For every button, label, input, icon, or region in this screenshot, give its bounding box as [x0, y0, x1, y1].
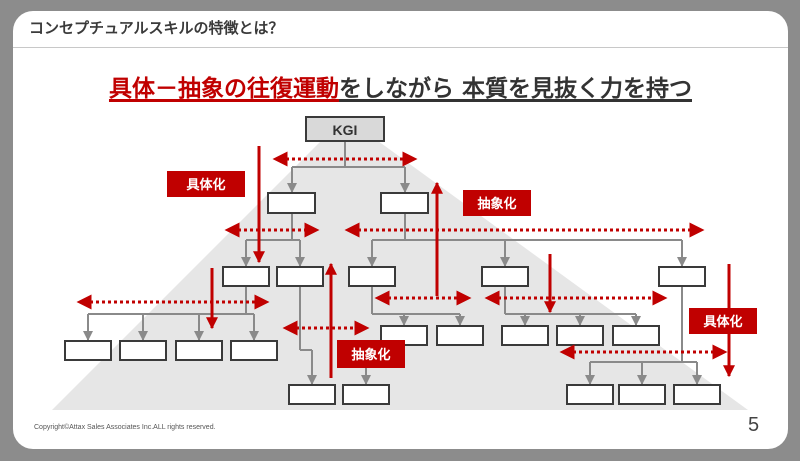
copyright-notice: Copyright©Attax Sales Associates Inc.ALL… — [34, 424, 216, 431]
tag-concretize-right-label: 具体化 — [703, 314, 742, 330]
node-box — [380, 192, 429, 214]
node-box — [175, 340, 223, 361]
node-box — [501, 325, 549, 346]
tag-abstract-bottom-label: 抽象化 — [351, 347, 390, 363]
node-box — [618, 384, 666, 405]
tag-abstract-top: 抽象化 — [463, 190, 531, 216]
node-box — [556, 325, 604, 346]
kgi-label: KGI — [333, 122, 358, 138]
node-box — [288, 384, 336, 405]
tag-concretize-right: 具体化 — [689, 308, 757, 334]
node-box — [673, 384, 721, 405]
node-box — [658, 266, 706, 287]
node-box — [119, 340, 167, 361]
node-box — [230, 340, 278, 361]
node-box — [342, 384, 390, 405]
node-box — [64, 340, 112, 361]
node-box — [436, 325, 484, 346]
headline-highlight: 具体－抽象の往復運動 — [108, 76, 339, 102]
kgi-box — [305, 116, 385, 142]
node-box — [566, 384, 614, 405]
headline-rest: をしながら 本質を見抜く力を持つ — [338, 76, 692, 102]
tag-abstract-bottom: 抽象化 — [337, 340, 405, 368]
horizontal-arrows — [76, 151, 728, 360]
slide-title: コンセプチュアルスキルの特徴とは？ — [29, 19, 284, 37]
node-box — [222, 266, 270, 287]
node-box — [276, 266, 324, 287]
headline: 具体－抽象の往復運動をしながら 本質を見抜く力を持つ — [13, 69, 788, 103]
title-divider — [13, 47, 788, 48]
node-box — [612, 325, 660, 346]
node-box — [267, 192, 316, 214]
node-box — [481, 266, 529, 287]
tag-concretize-left: 具体化 — [167, 171, 245, 197]
tag-abstract-top-label: 抽象化 — [477, 196, 516, 212]
page-number: 5 — [748, 414, 760, 436]
node-box — [348, 266, 396, 287]
tag-concretize-left-label: 具体化 — [186, 177, 225, 193]
